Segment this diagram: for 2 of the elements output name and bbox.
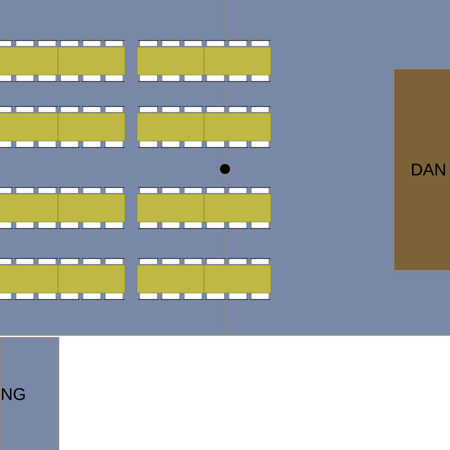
dance-floor: DAN — [393, 68, 450, 272]
room-area: NG — [0, 337, 60, 450]
